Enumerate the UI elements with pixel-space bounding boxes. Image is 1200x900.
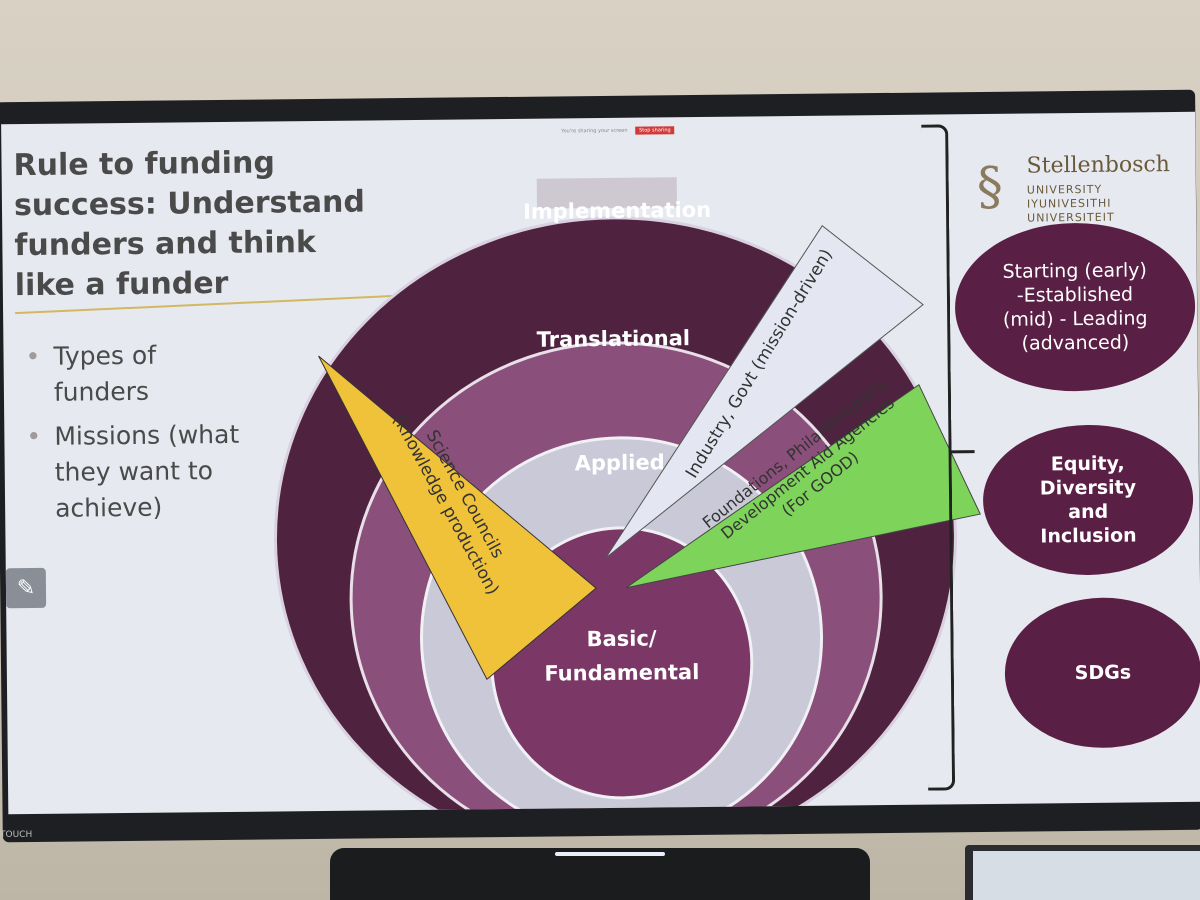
oval-line: Starting (early) [1002, 259, 1147, 283]
wedge-industry-govt [605, 224, 924, 559]
oval-line: Inclusion [1040, 524, 1137, 548]
soundbar-led [555, 852, 665, 856]
oval-line: Diversity [1039, 476, 1137, 500]
logo-name: Stellenbosch [1026, 152, 1171, 179]
wedge-science-councils [318, 355, 597, 681]
oval-line: -Established [1016, 283, 1134, 307]
redacted-box [536, 177, 678, 209]
wedge-foundations [625, 383, 981, 589]
university-crest-icon: § [976, 156, 1004, 218]
oval-sdgs: SDGs [1004, 596, 1200, 749]
oval-line: (mid) - Leading [1002, 307, 1148, 331]
label-basic-line2: Fundamental [544, 660, 699, 686]
logo-sub-1: UNIVERSITY [1026, 182, 1103, 197]
logo-sub-2: IYUNIVESITHI [1026, 196, 1112, 211]
slide-screen: You're sharing your screen Stop sharing … [1, 111, 1200, 815]
label-basic-line1: Basic/ [586, 626, 657, 651]
label-translational: Translational [537, 326, 691, 352]
oval-line: and [1068, 500, 1109, 524]
oval-line: SDGs [1074, 661, 1132, 685]
oval-line: (advanced) [1021, 331, 1130, 355]
label-implementation: Implementation [523, 198, 711, 224]
oval-line: Equity, [1050, 452, 1125, 476]
brace-tick [949, 450, 975, 454]
label-applied: Applied [575, 450, 665, 475]
logo-subtitle: UNIVERSITY IYUNIVESITHI UNIVERSITEIT [1027, 183, 1115, 226]
laptop-screen [973, 851, 1200, 900]
stellenbosch-logo: § Stellenbosch UNIVERSITY IYUNIVESITHI U… [976, 150, 1187, 232]
funding-diagram: Implementation Translational Applied Bas… [273, 177, 981, 815]
soundbar [330, 848, 870, 900]
display-brand: TOUCH [0, 830, 33, 840]
